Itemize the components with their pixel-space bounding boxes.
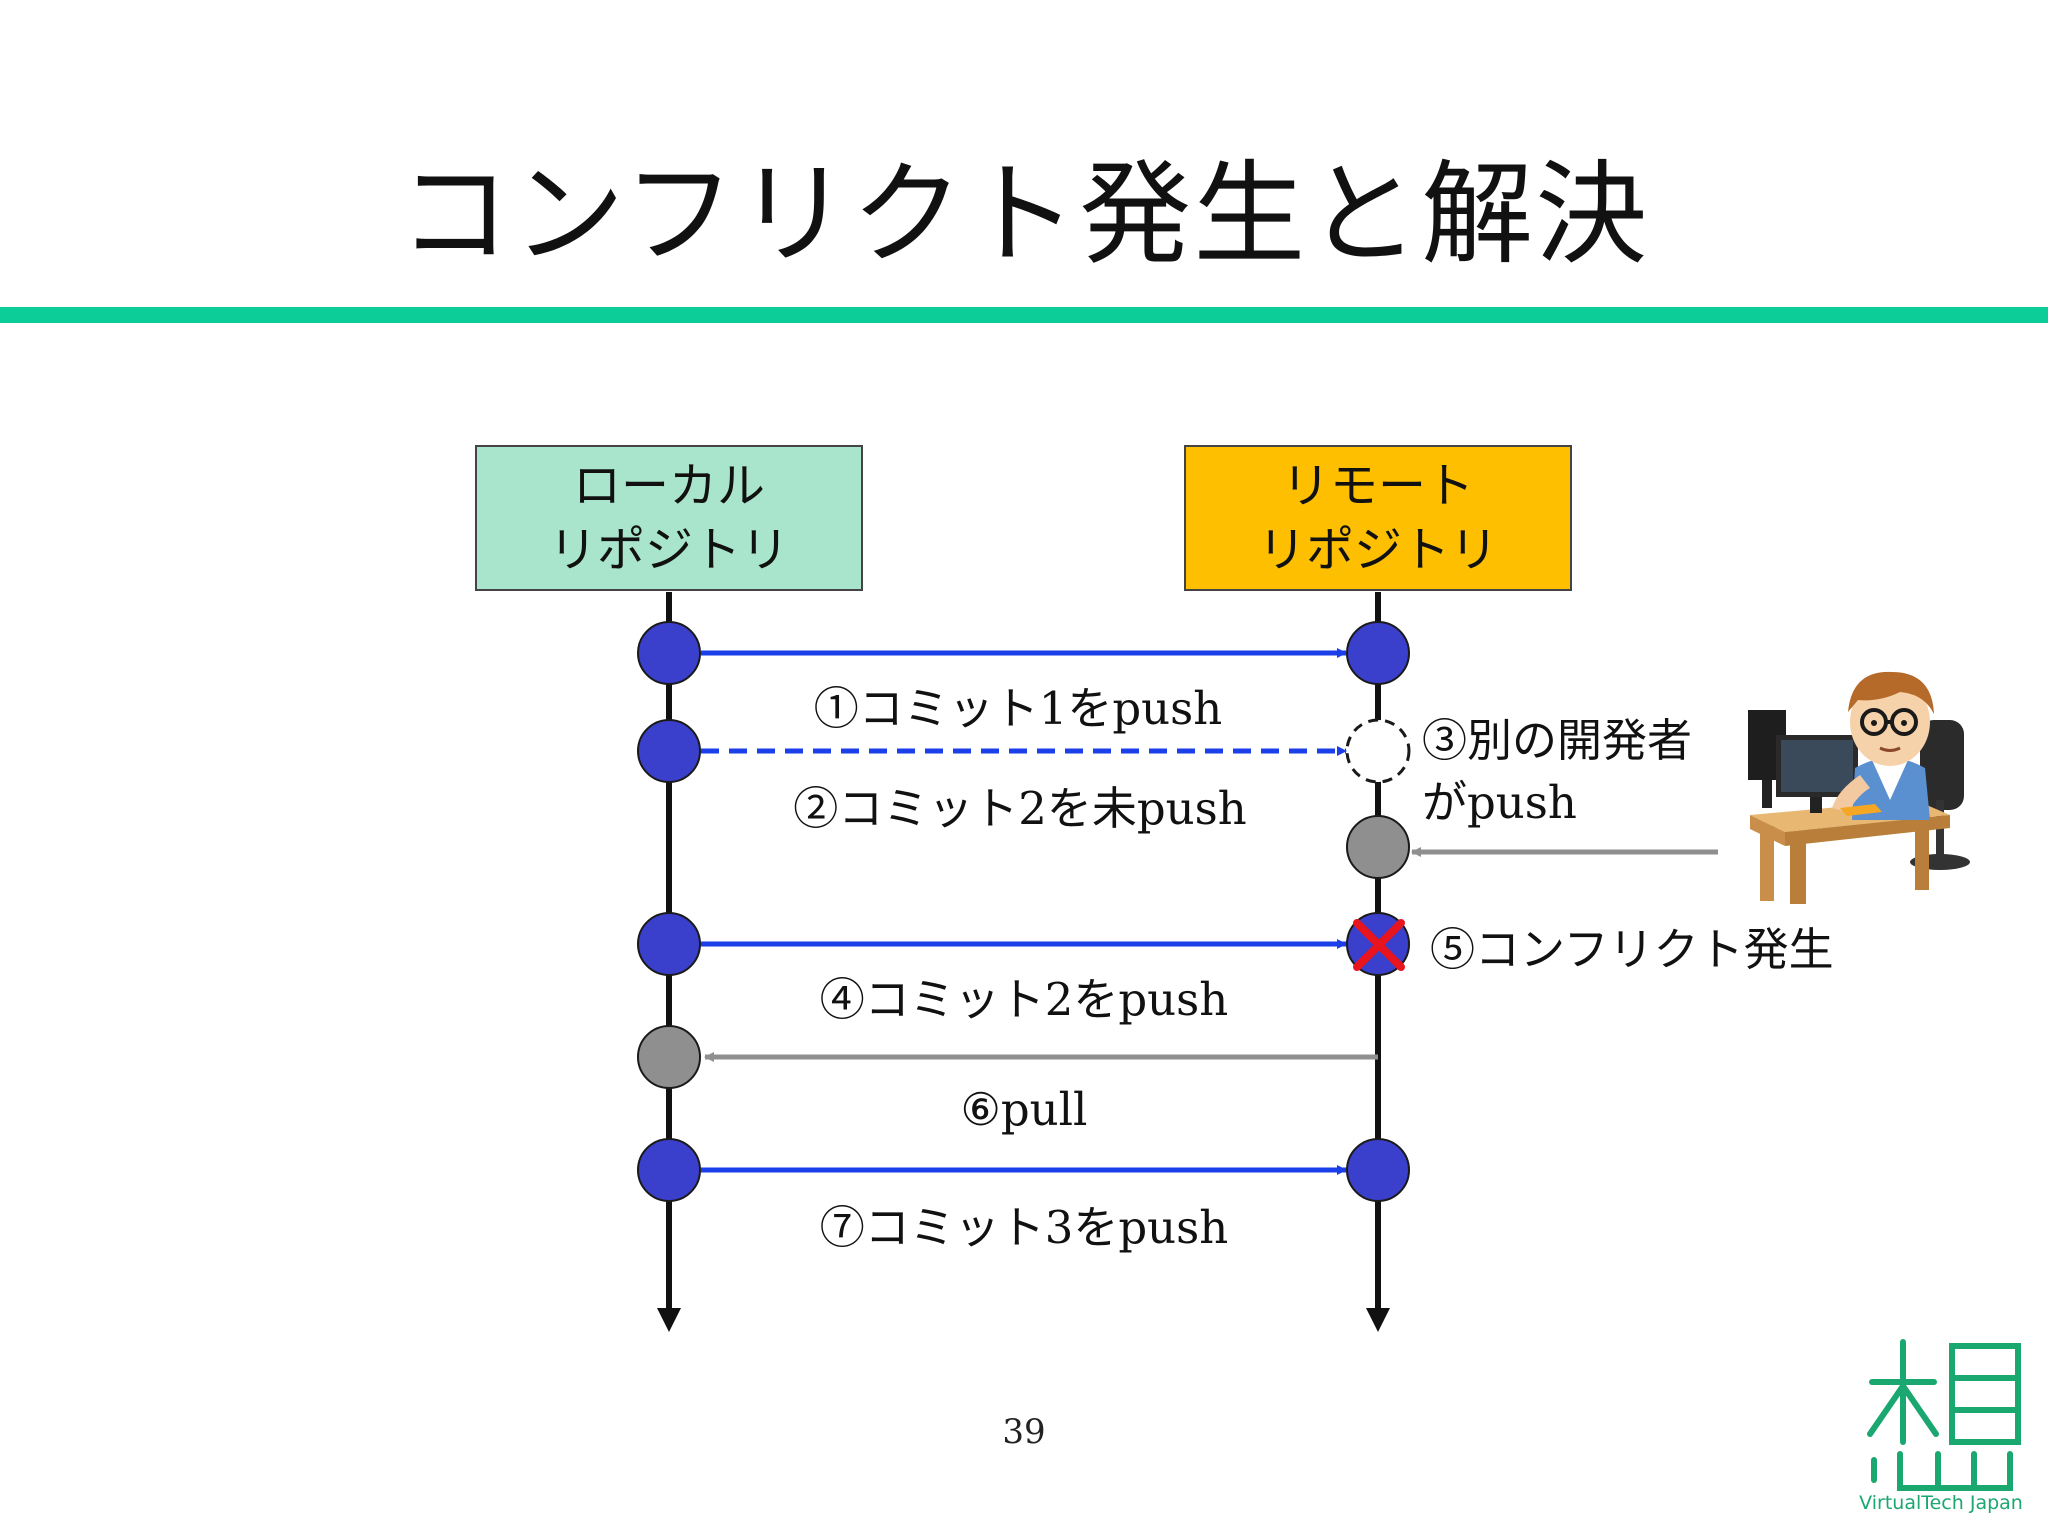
step-3-label-line1: ③別の開発者: [1422, 714, 1693, 767]
step-2-label: ②コミット2を未push: [793, 782, 1247, 835]
remote-repository-box: リモート リポジトリ: [1184, 445, 1572, 591]
local-repository-label-line2: リポジトリ: [548, 522, 789, 578]
remote-commit-node-final: [1346, 1138, 1410, 1202]
step-1-label: ①コミット1をpush: [813, 682, 1223, 735]
local-commit-node-4: [637, 1138, 701, 1202]
local-commit-node-1: [637, 621, 701, 685]
step-4-label: ④コミット2をpush: [819, 973, 1229, 1026]
developer-at-desk-icon: [1748, 671, 1970, 904]
local-commit-node-2: [637, 719, 701, 783]
step-3-label-line2: がpush: [1422, 776, 1577, 829]
remote-other-commit-node: [1346, 815, 1410, 879]
local-commit-node-3: [637, 912, 701, 976]
step-7-label: ⑦コミット3をpush: [819, 1201, 1229, 1254]
step-6-label: ⑥pull: [960, 1083, 1088, 1136]
remote-commit-node-1: [1346, 621, 1410, 685]
slide-title: コンフリクト発生と解決: [398, 150, 1650, 280]
local-lifeline-arrowhead: [657, 1308, 681, 1332]
page-number: 39: [1002, 1412, 1046, 1452]
virtualtech-japan-logo-icon: [1867, 1339, 2021, 1491]
local-pulled-node: [637, 1025, 701, 1089]
step-5-label: ⑤コンフリクト発生: [1430, 923, 1834, 976]
local-repository-label-line1: ローカル: [572, 458, 765, 514]
remote-unpushed-node: [1345, 718, 1411, 784]
remote-repository-label-line1: リモート: [1281, 458, 1474, 514]
remote-repository-label-line2: リポジトリ: [1257, 522, 1498, 578]
title-divider: [0, 307, 2048, 323]
red-x-icon: [1353, 919, 1405, 971]
logo-text: VirtualTech Japan: [1859, 1492, 2023, 1514]
remote-lifeline-arrowhead: [1366, 1308, 1390, 1332]
local-repository-box: ローカル リポジトリ: [475, 445, 863, 591]
